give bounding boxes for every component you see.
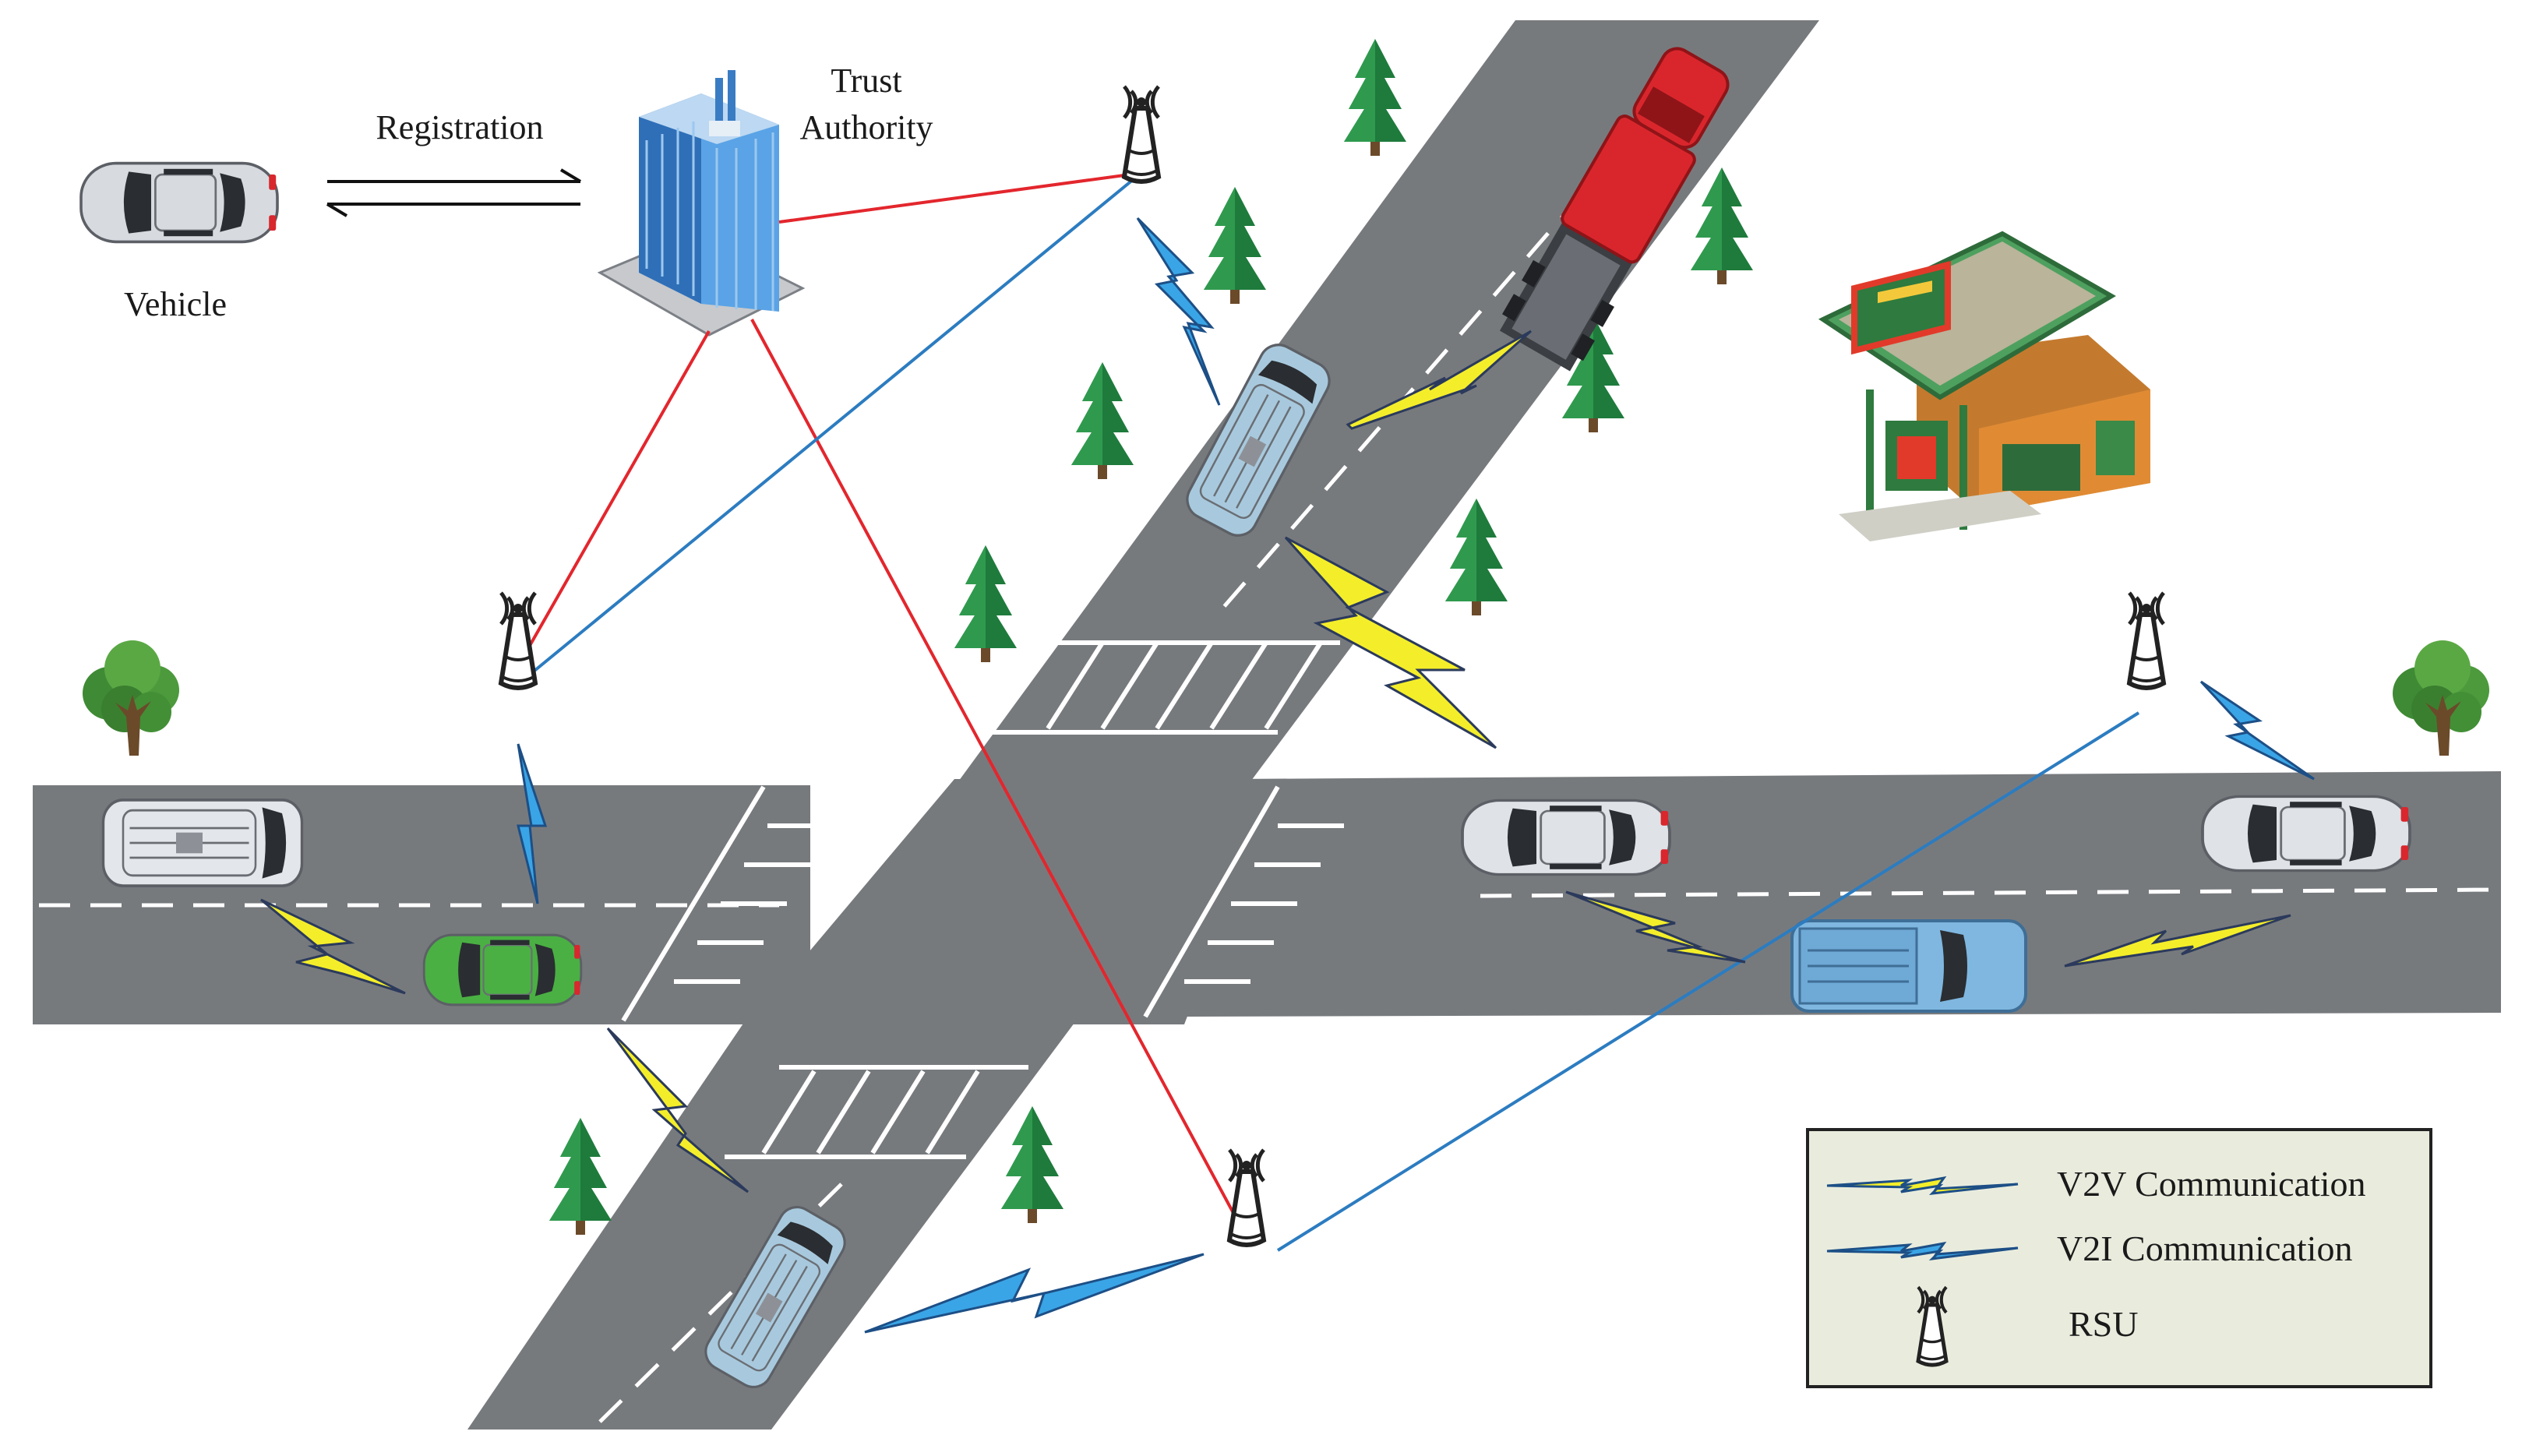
v2i-bolts <box>517 217 2315 1334</box>
crosswalk-north <box>982 640 1340 735</box>
v2i-bolt-icon <box>864 1253 1205 1334</box>
pine-tree-icon <box>1204 187 1266 304</box>
v2v-bolt-icon <box>2064 914 2291 968</box>
diagonal-road-lower <box>467 1017 1079 1430</box>
green-car <box>422 933 583 1007</box>
rsu-antenna-icon <box>1124 86 1159 182</box>
red-semi-truck <box>1499 47 1730 372</box>
legend-v2v-bolt-icon <box>1826 1176 2019 1195</box>
v2v-bolt-icon <box>260 898 406 995</box>
silver-car-east-2 <box>2201 795 2411 873</box>
rsu-antenna-icon <box>1229 1150 1264 1245</box>
trust-authority-building-icon <box>597 70 806 337</box>
rsu-antenna-icon <box>501 593 535 688</box>
pine-tree-icon <box>1001 1106 1063 1223</box>
trust-label: Trust <box>831 62 901 100</box>
registration-arrows <box>326 168 582 217</box>
lane-marking-right <box>1480 887 2498 898</box>
intersection <box>748 779 1278 1024</box>
pine-tree-icon <box>1691 167 1753 284</box>
authority-label: Authority <box>799 108 933 146</box>
registration-vehicle-icon <box>79 161 279 244</box>
trust-authority-links <box>517 171 1240 1224</box>
legend-v2i-bolt-icon <box>1826 1241 2019 1261</box>
vehicle-label: Vehicle <box>124 285 227 323</box>
legend-rsu-icon <box>1918 1287 1946 1365</box>
silver-car-east-1 <box>1461 799 1671 876</box>
rsu-antenna-icon <box>2129 593 2164 688</box>
white-suv <box>101 799 304 887</box>
v2i-bolt-icon <box>1136 217 1221 406</box>
legend-box <box>1806 1128 2432 1388</box>
v2v-bolt-icon <box>1565 890 1746 964</box>
pine-tree-icon <box>549 1118 612 1235</box>
registration-label: Registration <box>376 108 543 146</box>
blue-pickup-truck <box>1790 919 2027 1013</box>
gas-station-icon <box>1818 231 2150 541</box>
v2v-bolt-icon <box>1284 536 1497 749</box>
rsu-links <box>524 178 2140 1252</box>
oak-tree-icon <box>2393 640 2489 756</box>
legend-rsu-label: RSU <box>2069 1304 2138 1344</box>
vehicles <box>101 47 2411 1395</box>
v2i-bolt-icon <box>517 743 548 904</box>
legend: V2V Communication V2I Communication RSU <box>1806 1128 2432 1388</box>
crosswalk-east <box>1143 785 1344 1018</box>
legend-v2v-label: V2V Communication <box>2057 1164 2366 1204</box>
v2i-bolt-icon <box>2199 680 2315 781</box>
pine-tree-icon <box>1344 39 1406 156</box>
v2v-bolt-icon <box>1346 330 1532 430</box>
crosswalk-west <box>621 785 834 1022</box>
pine-tree-icon <box>1071 362 1134 479</box>
legend-v2i-label: V2I Communication <box>2057 1229 2352 1268</box>
oak-tree-icon <box>83 640 179 756</box>
pine-tree-icon <box>1445 499 1508 615</box>
v2v-bolt-icon <box>606 1027 749 1193</box>
v2v-bolts <box>260 330 2291 1193</box>
pine-tree-icon <box>954 545 1017 662</box>
crosswalk-south <box>725 1065 1028 1159</box>
